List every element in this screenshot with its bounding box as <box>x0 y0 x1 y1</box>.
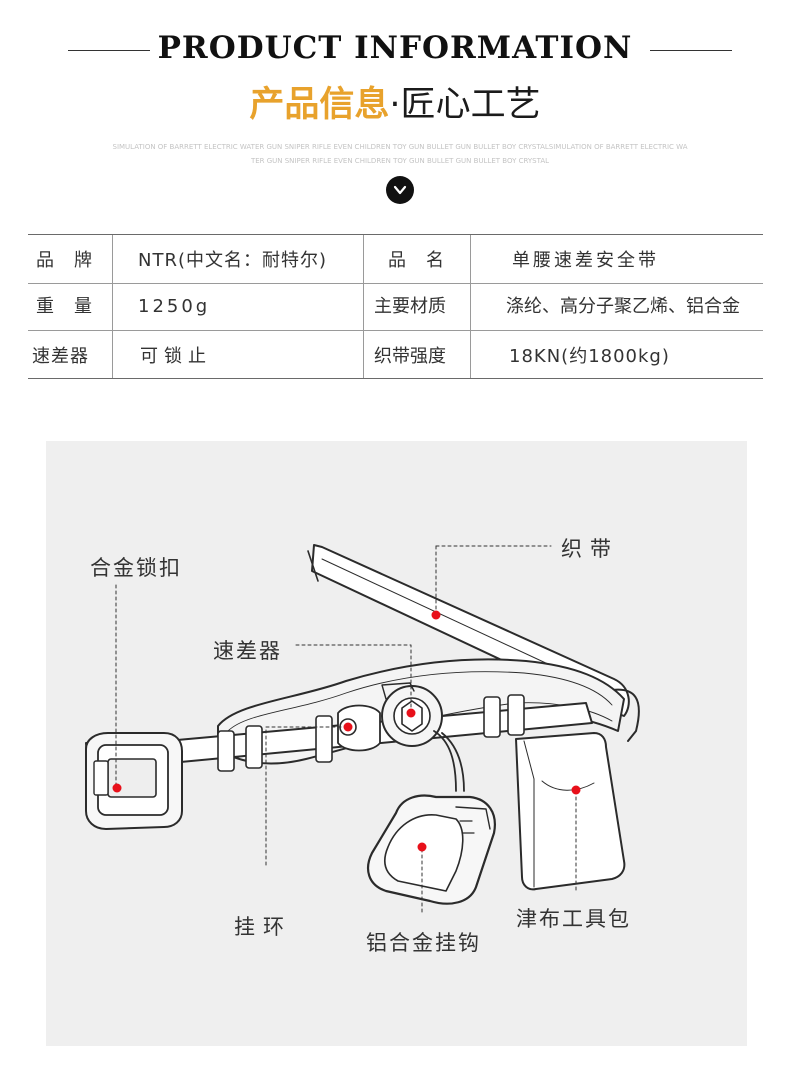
marker-bag <box>571 785 581 795</box>
spec-retractor-value: 可锁止 <box>140 346 212 367</box>
callout-buckle: 合金锁扣 <box>90 556 182 580</box>
spec-brand-value: NTR(中文名：耐特尔) <box>138 250 328 271</box>
safety-belt-illustration <box>85 544 640 914</box>
marker-hook <box>417 842 427 852</box>
callout-webbing: 织带 <box>561 537 619 561</box>
callout-ring: 挂环 <box>234 915 292 939</box>
marker-buckle <box>112 783 122 793</box>
title-chinese-separator: · <box>389 85 401 125</box>
table-divider <box>363 235 364 378</box>
spec-product-name-label: 品 名 <box>388 250 445 271</box>
spec-product-name-value: 单腰速差安全带 <box>512 250 659 271</box>
title-chinese: 产品信息·匠心工艺 <box>0 82 790 128</box>
decorative-subtext-line-2: TER GUN SNIPER RIFLE EVEN CHILDREN TOY G… <box>250 157 550 165</box>
spec-webbing-strength-label: 织带强度 <box>374 346 446 367</box>
table-divider <box>112 235 113 378</box>
spec-brand-label: 品 牌 <box>36 250 93 271</box>
chevron-down-icon <box>393 185 407 195</box>
decorative-subtext-line-1: SIMULATION OF BARRETT ELECTRIC WATER GUN… <box>112 143 688 151</box>
spec-material-label: 主要材质 <box>374 296 446 317</box>
header-rule-right <box>650 50 732 51</box>
callout-hook: 铝合金挂钩 <box>366 931 481 955</box>
table-divider <box>28 283 763 284</box>
scroll-down-button[interactable] <box>386 176 414 204</box>
callout-markers <box>112 610 581 852</box>
title-chinese-rest: 匠心工艺 <box>400 85 541 125</box>
spec-webbing-strength-value: 18KN(约1800kg) <box>509 346 670 367</box>
spec-material-value: 涤纶、高分子聚乙烯、铝合金 <box>506 296 740 317</box>
product-diagram: 合金锁扣 织带 速差器 挂环 铝合金挂钩 津布工具包 <box>46 441 747 1046</box>
spec-weight-label: 重 量 <box>36 296 93 317</box>
header-rule-left <box>68 50 150 51</box>
decorative-subtext: SIMULATION OF BARRETT ELECTRIC WATER GUN… <box>95 140 705 168</box>
title-english: PRODUCT INFORMATION <box>157 30 633 66</box>
title-chinese-accent: 产品信息 <box>249 85 390 125</box>
spec-weight-value: 1250g <box>138 296 211 317</box>
marker-ring <box>343 722 353 732</box>
table-divider <box>28 330 763 331</box>
table-divider <box>470 235 471 378</box>
marker-webbing <box>431 610 441 620</box>
callout-retractor: 速差器 <box>213 639 282 663</box>
spec-table: 品 牌 NTR(中文名：耐特尔) 品 名 单腰速差安全带 重 量 1250g 主… <box>28 234 763 379</box>
spec-retractor-label: 速差器 <box>32 346 89 367</box>
callout-bag: 津布工具包 <box>516 907 631 931</box>
marker-retractor <box>406 708 416 718</box>
